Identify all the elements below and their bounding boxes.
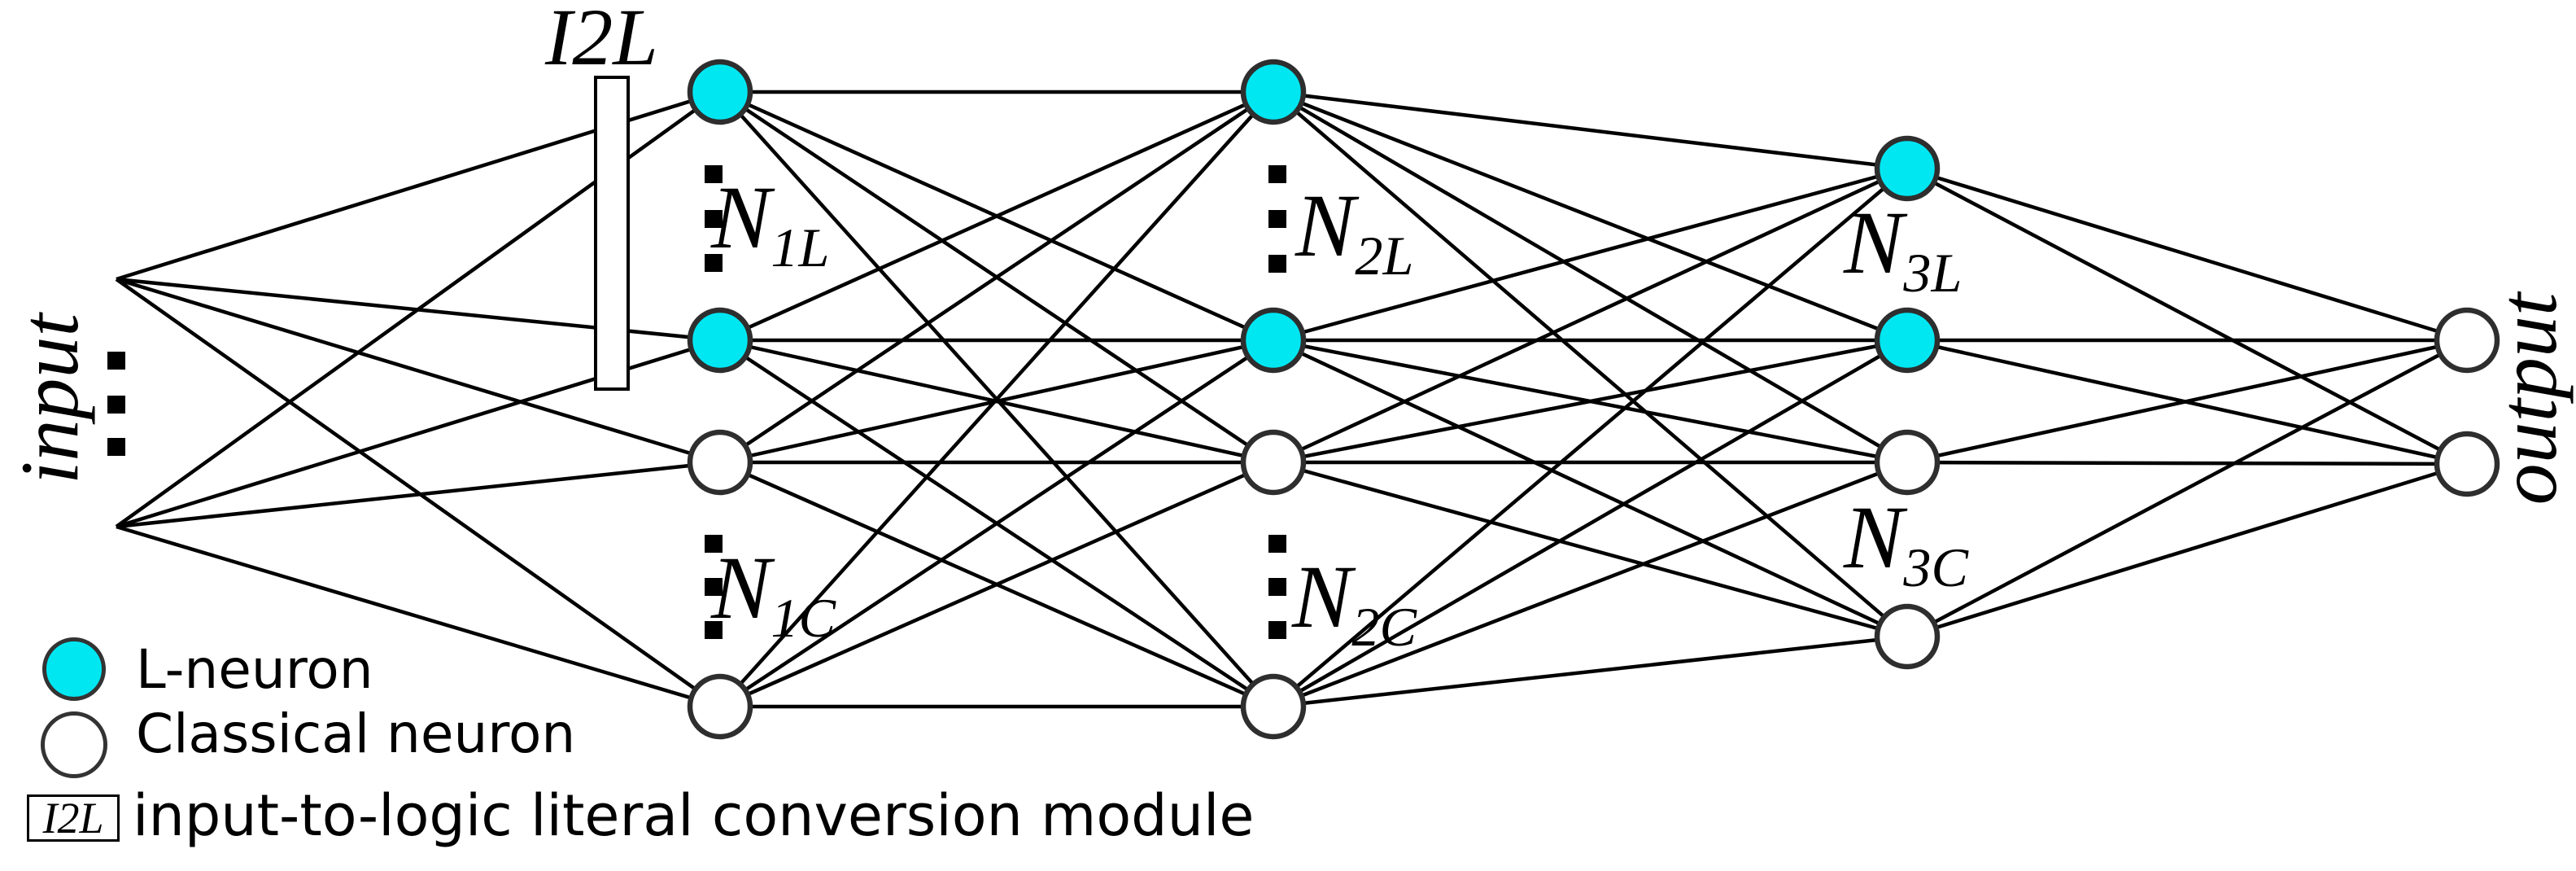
ellipsis-dot: [107, 352, 125, 370]
classical-neuron-node-B3: [1240, 429, 1307, 496]
ellipsis-dot: [1268, 165, 1286, 183]
edge-A4-B3: [719, 460, 1274, 709]
edge-B2-C4: [1273, 338, 1908, 639]
edge-B4-C2: [1272, 339, 1909, 708]
edge-B1-C4: [1272, 90, 1909, 638]
layer-label-n2l: N2L: [1295, 176, 1414, 287]
edge-B4-C4: [1273, 634, 1908, 709]
ellipsis-dot: [705, 535, 723, 553]
ellipsis-dot: [705, 165, 723, 183]
l-neuron-node-B2: [1240, 307, 1307, 374]
output-label: output: [2482, 292, 2574, 506]
edge-B4-C3: [1273, 460, 1908, 709]
i2l-module-bar: [594, 76, 630, 391]
classical-neuron-node-A4: [687, 673, 753, 740]
ellipsis-dot: [705, 254, 723, 272]
ellipsis-dot: [1268, 255, 1286, 273]
classical-neuron-node-A3: [687, 429, 753, 496]
ellipsis-dot: [1268, 210, 1286, 228]
ellipsis-dot: [107, 396, 125, 414]
layer-label-n3l: N3L: [1844, 193, 1963, 304]
layer-label-n2c: N2C: [1292, 547, 1417, 658]
classical-neuron-marker-icon: [41, 711, 107, 778]
ellipsis-dot: [705, 210, 723, 228]
l-neuron-node-A2: [687, 307, 753, 374]
layer-label-n3c: N3C: [1844, 488, 1968, 598]
l-neuron-legend-label: L-neuron: [136, 638, 373, 701]
ellipsis-dot: [1268, 578, 1286, 596]
l-neuron-marker-icon: [42, 637, 106, 701]
edge-A4-B2: [718, 339, 1275, 708]
l-neuron-node-C2: [1874, 307, 1941, 374]
edge-B3-C4: [1273, 460, 1908, 639]
ellipsis-dot: [705, 621, 723, 639]
edge-C4-O2: [1906, 462, 2468, 639]
edge-C3-O2: [1906, 460, 2468, 466]
edge-B2-C1: [1273, 166, 1908, 343]
layer-label-n1c: N1C: [711, 538, 836, 649]
edge-C4-O1: [1906, 339, 2469, 638]
ellipsis-dot: [705, 578, 723, 596]
edge-B1-C1: [1273, 90, 1908, 171]
ellipsis-dot: [1268, 621, 1286, 639]
classical-neuron-node-O2: [2434, 431, 2500, 497]
edge-P2-A4: [116, 524, 721, 709]
edge-B3-C1: [1273, 166, 1908, 465]
edge-A2-B1: [719, 90, 1274, 343]
edge-P2-A3: [116, 460, 721, 529]
ellipsis-dot: [107, 438, 125, 456]
edge-C1-O1: [1906, 166, 2468, 343]
edge-B1-C2: [1273, 90, 1908, 343]
i2l-module-title: I2L: [545, 0, 658, 82]
edge-P1-A3: [116, 277, 721, 465]
l-neuron-node-A1: [687, 59, 753, 125]
edge-A3-B1: [718, 90, 1275, 464]
l-neuron-node-B1: [1240, 59, 1307, 125]
classical-neuron-legend-label: Classical neuron: [136, 702, 576, 765]
classical-neuron-node-B4: [1240, 673, 1307, 740]
edge-B4-C1: [1272, 167, 1909, 708]
layer-label-n1l: N1L: [711, 168, 830, 278]
l-neuron-node-C1: [1874, 135, 1941, 202]
edge-C1-O2: [1906, 167, 2469, 466]
classical-neuron-node-O1: [2434, 307, 2500, 374]
input-label: input: [4, 313, 96, 484]
edge-A4-B1: [718, 90, 1275, 708]
classical-neuron-node-C3: [1874, 429, 1941, 496]
ellipsis-dot: [1268, 535, 1286, 553]
edge-B3-C2: [1273, 338, 1908, 465]
i2l-legend-box: I2L: [27, 794, 120, 843]
edge-C3-O1: [1906, 338, 2468, 465]
classical-neuron-node-C4: [1874, 603, 1941, 670]
i2l-legend-label: input-to-logic literal conversion module: [133, 782, 1255, 849]
